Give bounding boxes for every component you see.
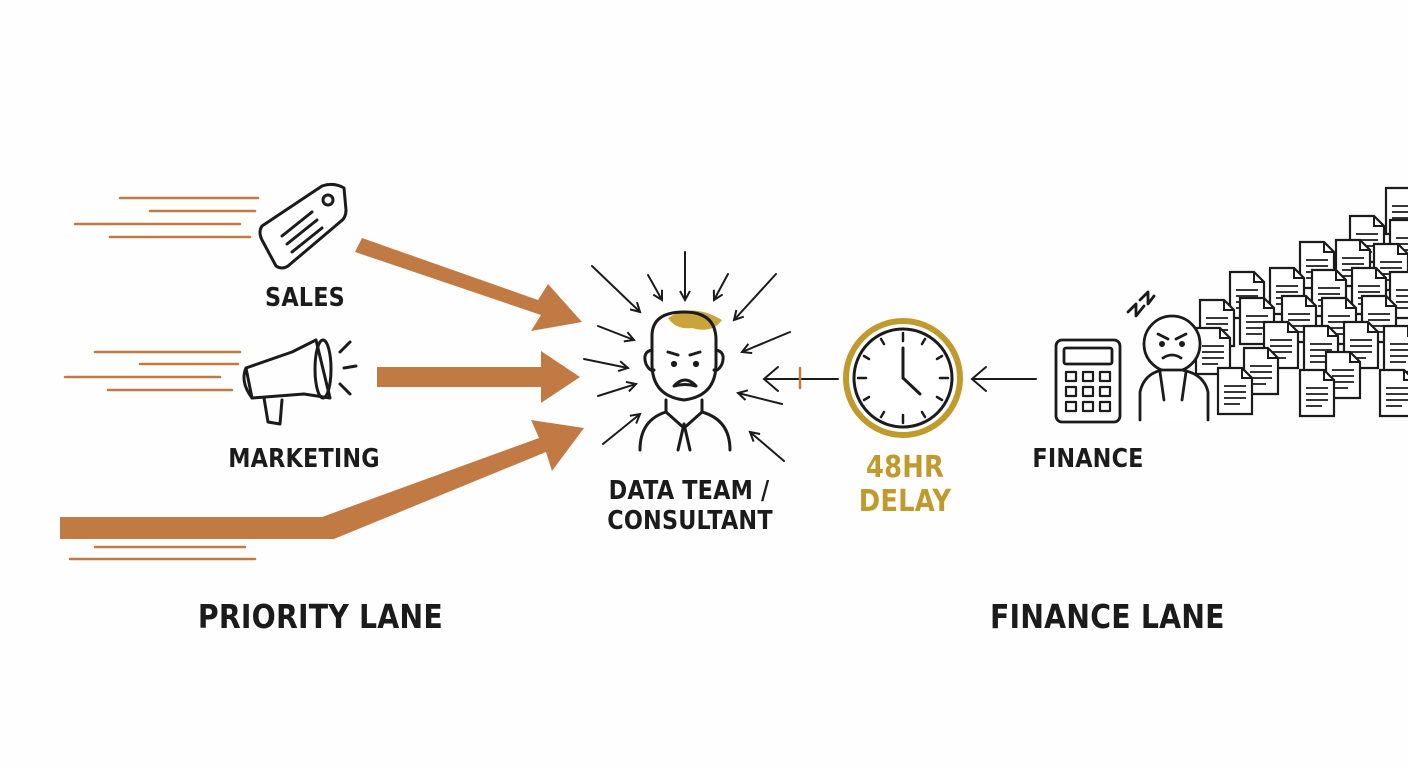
speed-lines-sales: [75, 198, 258, 237]
calculator-icon: [1056, 340, 1120, 422]
priority-lane-arrow: [60, 420, 584, 539]
finance-label: FINANCE: [1031, 444, 1145, 474]
document-stack-icon: [1196, 188, 1408, 416]
data-team-label: DATA TEAM / CONSULTANT: [607, 476, 770, 536]
speed-lines-marketing: [65, 352, 240, 390]
finance-lane-label: FINANCE LANE: [990, 598, 1186, 636]
speed-lines-priority: [70, 547, 255, 559]
price-tag-icon: [260, 184, 346, 268]
marketing-label: MARKETING: [227, 444, 382, 474]
sales-arrow: [355, 238, 582, 331]
marketing-arrow: [377, 351, 580, 403]
finance-arrow: [972, 367, 1036, 391]
delay-label: 48HR DELAY: [853, 451, 956, 519]
angry-person-icon: [1128, 292, 1208, 420]
clock-icon: [846, 321, 960, 435]
delay-arrow: [764, 367, 838, 391]
megaphone-icon: [244, 340, 356, 424]
stress-arrows: [584, 252, 790, 461]
priority-lane-label: PRIORITY LANE: [198, 598, 418, 636]
sales-label: SALES: [258, 283, 353, 313]
stressed-person-icon: [640, 310, 730, 450]
